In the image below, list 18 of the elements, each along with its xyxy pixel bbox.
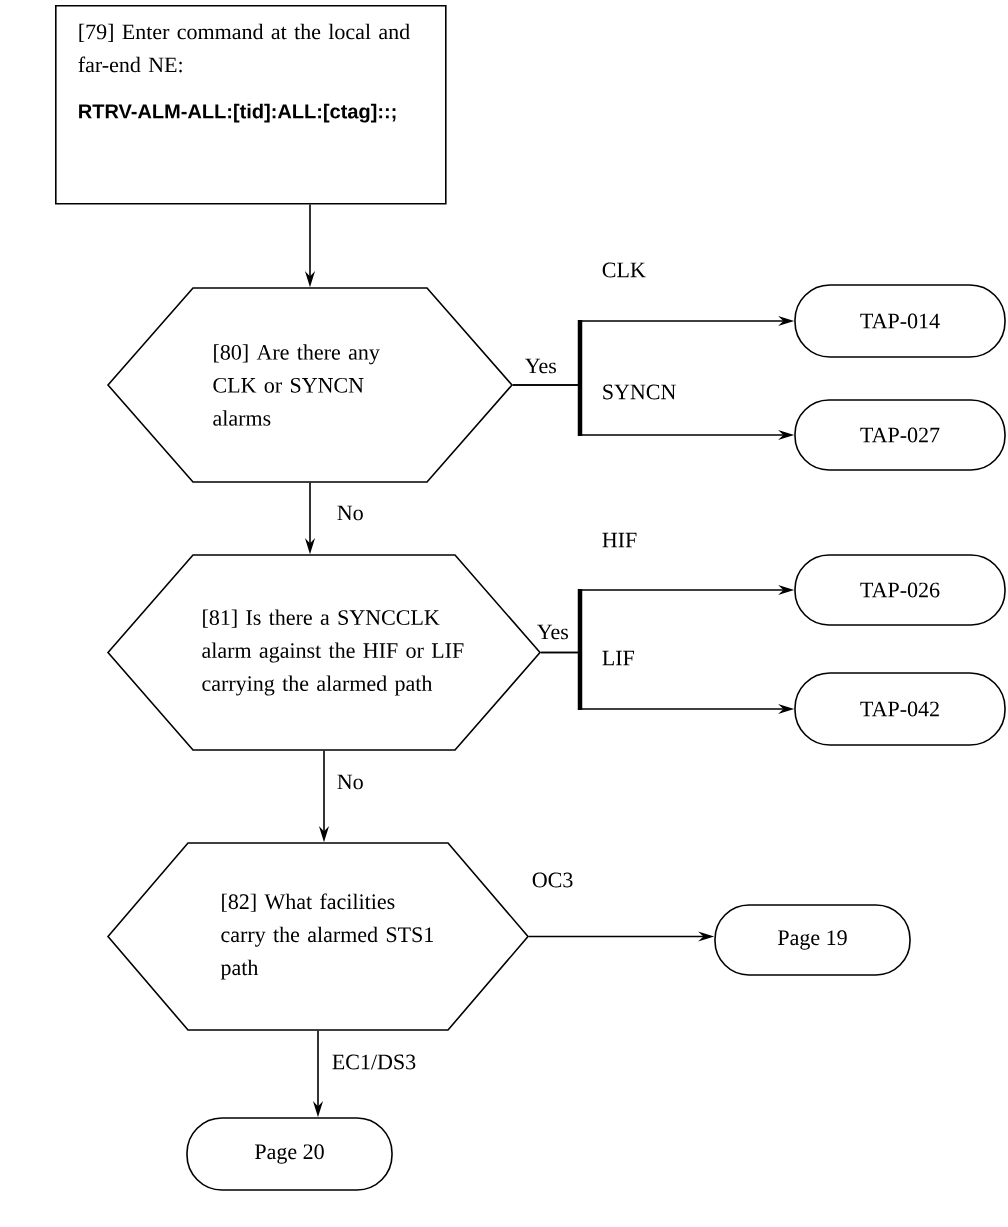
terminal-box: TAP-026 [794,554,1006,626]
terminal-box: TAP-042 [794,672,1006,746]
edge-label: LIF [602,650,634,666]
edge-label: No [337,505,363,521]
edge-label: OC3 [532,872,573,888]
edge-label: SYNCN [603,384,676,400]
terminal-box: TAP-014 [794,284,1006,358]
terminal-box: Page 20 [186,1117,393,1191]
edge-label: CLK [602,262,646,278]
terminal-box: Page 19 [714,904,911,976]
process-box: [79] Enter command at the local and far-end NE: RTRV-ALM-ALL:[tid]:ALL:[ctag]::; [55,5,447,205]
branch-bar [577,589,583,710]
branch-label: Yes [525,358,556,374]
terminal-box: TAP-027 [794,399,1006,471]
branch-bar [577,320,583,436]
edge-label: EC1/DS3 [332,1054,416,1070]
edge-label: HIF [602,532,637,548]
edge-label: No [337,774,363,790]
